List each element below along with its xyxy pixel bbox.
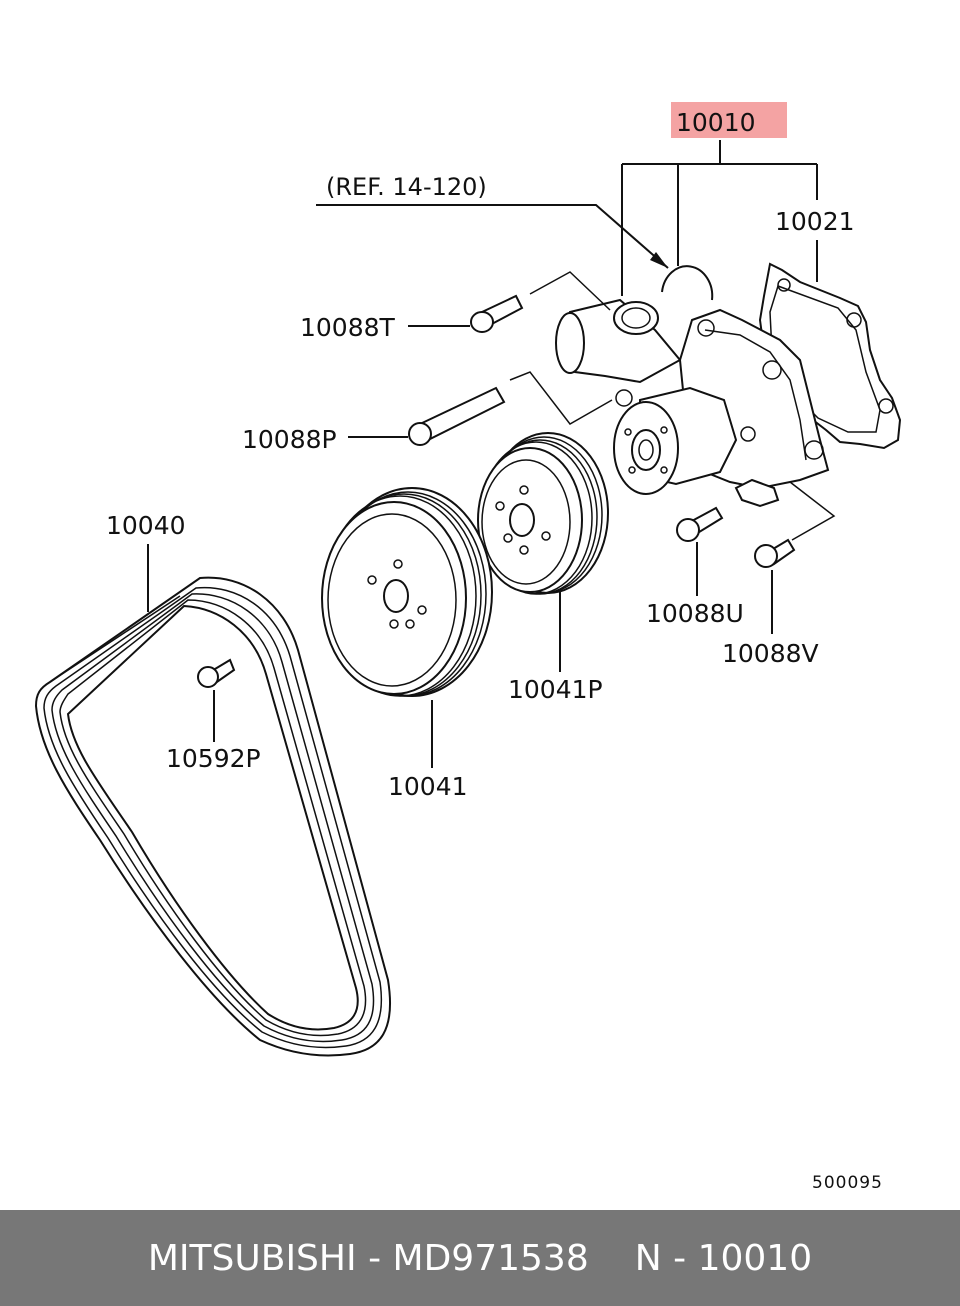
bolt-v [754, 481, 836, 568]
label-water-pump[interactable]: 10010 [676, 108, 756, 137]
drawing-code: 500095 [812, 1173, 883, 1193]
label-gasket[interactable]: 10021 [775, 207, 855, 236]
o-ring [661, 265, 714, 301]
label-pulley-p[interactable]: 10041P [508, 675, 603, 704]
label-bolt-p[interactable]: 10088P [242, 425, 337, 454]
label-bolt-u[interactable]: 10088U [646, 599, 744, 628]
reference-leader [316, 204, 669, 269]
bolt-t [470, 271, 611, 333]
parts-diagram: 10010 10021 (REF. 14-120) [34, 102, 902, 1193]
footer-separator-2: - [673, 1237, 687, 1279]
footer-diagram-prefix: N [634, 1237, 662, 1279]
label-bolt-v[interactable]: 10088V [722, 639, 819, 668]
water-pump [555, 298, 830, 508]
belt-bolt [197, 658, 236, 688]
label-pulley[interactable]: 10041 [388, 772, 468, 801]
reference-arrowhead [650, 252, 668, 268]
water-pump-leader [621, 140, 818, 296]
footer-diagram-number: 10010 [697, 1237, 813, 1279]
bolt-p [408, 371, 613, 446]
footer-part-number: MD971538 [392, 1237, 589, 1279]
drive-belt [34, 576, 392, 1057]
water-pump-label-highlight [671, 102, 787, 138]
pulley [321, 487, 493, 697]
label-belt[interactable]: 10040 [106, 511, 186, 540]
footer-brand: MITSUBISHI [147, 1237, 357, 1279]
label-belt-bolt[interactable]: 10592P [166, 744, 261, 773]
reference-label: (REF. 14-120) [326, 173, 487, 201]
pulley-p [477, 432, 609, 595]
label-bolt-t[interactable]: 10088T [300, 313, 396, 342]
bolt-u [676, 506, 724, 542]
footer-separator: - [368, 1237, 382, 1279]
footer-bar: MITSUBISHI - MD971538 N - 10010 [0, 1210, 960, 1306]
